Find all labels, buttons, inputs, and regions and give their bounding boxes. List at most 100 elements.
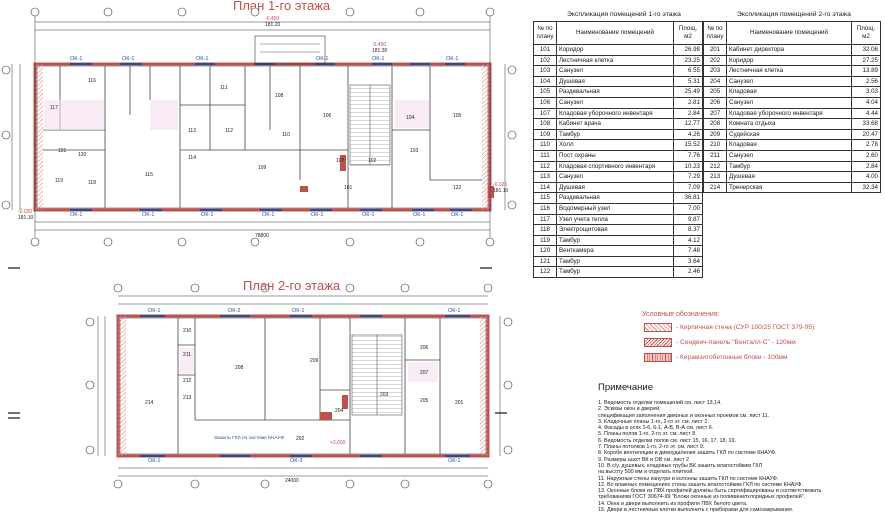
room-number: 101 [533,44,557,56]
room-area: 36.81 [673,192,703,204]
room-number: 214 [703,181,727,194]
room-number: 203 [703,65,727,77]
room-name: Кладовая уборочного инвентаря [726,107,852,120]
window-label: ОК-1 [142,212,155,218]
room-label: 118 [88,180,96,186]
note-item: 15. Двери в лестничные клетки выполнить … [598,507,794,514]
room-number: 205 [703,86,727,98]
room-name: Комната отдыха [726,118,852,130]
note-item: 12. Во влажных помещениях стены зашить в… [598,481,803,488]
room-number: 108 [533,118,557,130]
window-label: ОК-1 [372,56,385,62]
room-number: 104 [533,75,557,88]
room-label: 103 [410,148,419,154]
room-name: Кладовая [726,86,852,98]
room-area: 2.60 [851,149,881,162]
brick-swatch [644,323,672,332]
note-item: на высоту 500 мм и отделать плиткой. [598,469,694,476]
room-label: 214 [145,400,154,406]
room-name: Тамбур [726,160,852,173]
room-area: 15.52 [673,139,703,151]
block-swatch [644,353,672,362]
room-name: Коридор [726,54,852,67]
room-number: 206 [703,96,727,109]
window-label: ОК-1 [70,212,83,218]
table1-header-name: Наименование помещений [556,21,674,45]
room-area: 7.09 [673,181,703,194]
room-area: 8.37 [673,224,703,236]
room-area: 26.98 [673,44,703,56]
window-label: ОК-2 [228,308,241,314]
room-name: Санузел [726,75,852,88]
legend-label: - Керамзитобетонные блоки - 100мм [676,354,788,361]
window-label: ОК-1 [201,212,214,218]
note-item: 9. Размеры шахт ВК и ОВ см. лист 2 [598,456,690,463]
room-number: 213 [703,171,727,183]
room-name: Санузел [556,65,674,77]
room-name: Тамбур [556,255,674,268]
room-label: 111 [220,85,228,91]
note-item: 7. Планы потолков 1-го, 2-го эт. см. лис… [598,444,705,451]
room-number: 114 [533,181,557,194]
note-item: 14. Окна и двери выполнить из профиля ПВ… [598,500,748,507]
elevation-label: -0.450 [372,42,387,48]
room-area: 32.06 [851,44,881,56]
room-name: Электрощитовая [556,224,674,236]
window-label: ОК-1 [311,212,324,218]
table2-caption: Экспликация помещений 2-го этажа [737,11,851,18]
window-label: ОК-1 [448,458,461,464]
room-name: Тамбур [556,234,674,247]
room-area: 13.89 [851,65,881,77]
room-area: 27.25 [851,54,881,67]
room-number: 103 [533,65,557,77]
room-name: Кладовая уборочного инвентаря [556,107,674,120]
room-area: 5.31 [673,75,703,88]
window-label: ОК-1 [451,212,464,218]
room-area: 7.29 [673,171,703,183]
room-name: Кладовая [726,139,852,151]
room-area: 3.03 [851,86,881,98]
room-area: 12.77 [673,118,703,130]
room-number: 210 [703,139,727,151]
room-name: Тамбур [556,128,674,141]
elevation-label: 181.10 [493,188,509,194]
plan1-dimensions [11,15,506,240]
room-label: 119 [55,178,63,184]
room-area: 4.04 [851,96,881,109]
window-label: ОК-1 [362,212,375,218]
room-label: 213 [183,395,192,401]
table2: № по плану Наименование помещений Площ. … [703,21,881,194]
room-name: Пост охраны [556,149,674,162]
room-number: 109 [533,128,557,141]
room-area: 2.56 [851,75,881,88]
room-label: 205 [420,398,429,404]
room-name: Душевая [726,171,852,183]
dimension-total: 24000 [285,478,299,484]
room-area: 23.25 [673,54,703,67]
room-number: 110 [533,139,557,151]
note-item: 3. Кладочные планы 1-го, 2-го эт. см. ли… [598,418,709,425]
room-name: Санузел [726,96,852,109]
room-area: 7.48 [673,245,703,257]
room-number: 202 [703,54,727,67]
plan1-walls [33,35,494,212]
plan1-axis-markers [1,7,517,247]
room-label: 120 [78,152,87,158]
room-label: 107 [336,158,345,164]
